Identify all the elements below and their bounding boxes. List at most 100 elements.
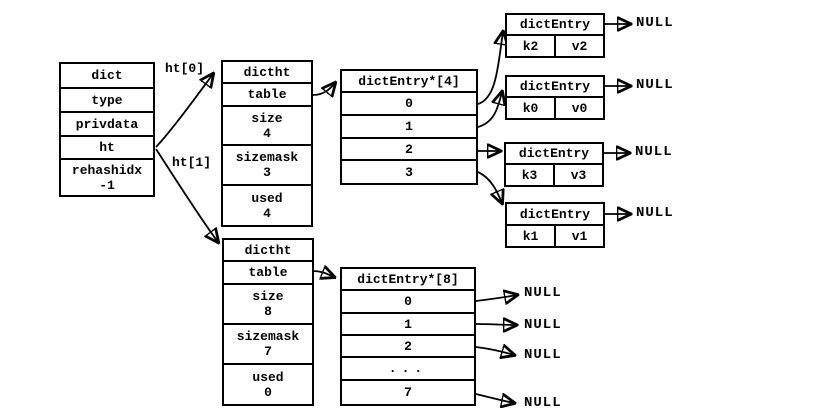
bucket8-slot-0: 0 xyxy=(342,291,474,314)
entry-k2-kv: k2 v2 xyxy=(507,36,603,56)
dictht1-size-value: 8 xyxy=(264,304,272,319)
entry-k1-box: dictEntry k1 v1 xyxy=(505,202,605,248)
entry-k1-kv: k1 v1 xyxy=(507,226,603,246)
dict-field-privdata-label: privdata xyxy=(75,116,139,132)
bucket4-slot-1: 1 xyxy=(342,116,476,139)
dictht1-used-label: used xyxy=(252,369,284,385)
entry-k1-next-null: NULL xyxy=(636,205,674,221)
dictht0-field-size: size 4 xyxy=(223,107,311,146)
entry-k2-value: v2 xyxy=(571,38,588,54)
dict-field-privdata: privdata xyxy=(61,113,153,137)
dictht1-field-table: table xyxy=(224,262,312,285)
entry-k1-title-cell: dictEntry xyxy=(507,204,603,226)
dict-field-type-label: type xyxy=(91,92,123,108)
arrow-slot1-to-entry-k0 xyxy=(477,92,502,128)
arrow-slot0-to-entry-k2 xyxy=(477,32,503,105)
dictht1-used-value: 0 xyxy=(264,384,272,400)
dictht0-title-cell: dictht xyxy=(223,62,311,84)
dictht0-size-value: 4 xyxy=(263,125,271,141)
dictht1-field-used: used 0 xyxy=(224,365,312,404)
entry-k0-box: dictEntry k0 v0 xyxy=(505,75,605,120)
dictht0-title: dictht xyxy=(243,64,291,80)
dictht0-sizemask-label: sizemask xyxy=(235,150,299,165)
dictht1-sizemask-value: 7 xyxy=(264,344,272,359)
dict-field-ht-label: ht xyxy=(99,140,115,155)
arrow-bucket8-slot2-null xyxy=(475,347,514,355)
dictht1-table-label: table xyxy=(248,265,288,280)
entry-k0-title-cell: dictEntry xyxy=(507,77,603,98)
bucket8-slot-1: 1 xyxy=(342,314,474,336)
bucket8-slot-ellipsis-label: ... xyxy=(388,361,428,376)
dictht1-field-size: size 8 xyxy=(224,285,312,325)
entry-k3-next-null: NULL xyxy=(635,144,673,160)
dictht1-sizemask-label: sizemask xyxy=(236,329,300,344)
entry-k2-key: k2 xyxy=(507,36,556,56)
bucket4-slot-2: 2 xyxy=(342,139,476,161)
bucket8-slot-0-label: 0 xyxy=(404,294,412,309)
bucket8-slot-2-label: 2 xyxy=(404,338,412,354)
bucket8-header: dictEntry*[8] xyxy=(357,271,459,287)
dictht1-title: dictht xyxy=(244,242,292,258)
dictht0-used-label: used xyxy=(251,190,283,206)
arrow-table0-pointer xyxy=(312,83,335,95)
ht0-pointer-label: ht[0] xyxy=(165,61,205,76)
entry-k2-title-cell: dictEntry xyxy=(507,15,603,36)
entry-k3-box: dictEntry k3 v3 xyxy=(504,142,604,187)
entry-k2-title: dictEntry xyxy=(519,17,591,32)
dictht1-field-sizemask: sizemask 7 xyxy=(224,325,312,365)
bucket8-slot-7: 7 xyxy=(342,381,474,404)
arrow-bucket8-slot1-null xyxy=(475,324,516,325)
bucket4-slot-0: 0 xyxy=(342,93,476,116)
entry-k2-box: dictEntry k2 v2 xyxy=(505,13,605,58)
arrow-table1-pointer xyxy=(312,271,334,277)
bucket4-header: dictEntry*[4] xyxy=(358,73,460,89)
dictht0-sizemask-value: 3 xyxy=(263,165,271,180)
dictht1-title-cell: dictht xyxy=(224,240,312,262)
entry-k1-value: v1 xyxy=(571,228,588,244)
entry-k3-kv: k3 v3 xyxy=(506,165,602,185)
dict-field-rehashidx-value: -1 xyxy=(99,177,115,193)
entry-k3-value: v3 xyxy=(570,167,587,183)
bucket8-slot1-null: NULL xyxy=(524,317,562,333)
dict-title-cell: dict xyxy=(61,64,153,89)
bucket8-slot7-null: NULL xyxy=(524,395,562,411)
dictht0-box: dictht table size 4 sizemask 3 used 4 xyxy=(221,60,313,227)
bucket4-slot-3-label: 3 xyxy=(405,164,413,180)
entry-k0-next-null: NULL xyxy=(636,77,674,93)
dictht1-size-label: size xyxy=(252,289,284,304)
dictht0-used-value: 4 xyxy=(263,205,271,221)
bucket8-slot-ellipsis: ... xyxy=(342,358,474,381)
entry-k1-key: k1 xyxy=(507,226,556,246)
bucket-array-8-box: dictEntry*[8] 0 1 2 ... 7 xyxy=(340,267,476,406)
bucket8-slot-1-label: 1 xyxy=(404,316,412,332)
dictht1-box: dictht table size 8 sizemask 7 used 0 xyxy=(222,238,314,406)
dict-field-rehashidx-label: rehashidx xyxy=(71,162,143,178)
entry-k2-next-null: NULL xyxy=(636,15,674,31)
bucket4-slot-3: 3 xyxy=(342,161,476,183)
entry-k3-title-cell: dictEntry xyxy=(506,144,602,165)
bucket4-header-cell: dictEntry*[4] xyxy=(342,71,476,93)
dictht0-table-label: table xyxy=(247,87,287,102)
dict-field-ht: ht xyxy=(61,137,153,160)
entry-k0-title: dictEntry xyxy=(519,79,591,94)
bucket4-slot-1-label: 1 xyxy=(405,119,413,134)
dict-field-type: type xyxy=(61,89,153,113)
dictht0-field-used: used 4 xyxy=(223,186,311,225)
dict-struct-box: dict type privdata ht rehashidx -1 xyxy=(59,62,155,197)
dictht0-field-sizemask: sizemask 3 xyxy=(223,146,311,186)
entry-k3-title: dictEntry xyxy=(518,146,590,161)
bucket8-slot2-null: NULL xyxy=(524,347,562,363)
arrow-ht0-pointer xyxy=(155,74,213,148)
bucket8-slot-7-label: 7 xyxy=(404,385,412,400)
dictht0-size-label: size xyxy=(251,110,283,126)
dict-title: dict xyxy=(91,68,123,83)
dict-field-rehashidx: rehashidx -1 xyxy=(61,160,153,195)
arrow-bucket8-slot0-null xyxy=(475,295,517,301)
arrow-ht1-pointer xyxy=(155,148,218,242)
entry-k3-key: k3 xyxy=(506,165,555,185)
entry-k0-value: v0 xyxy=(571,100,588,116)
bucket4-slot-2-label: 2 xyxy=(405,141,413,157)
bucket8-slot0-null: NULL xyxy=(524,285,562,301)
